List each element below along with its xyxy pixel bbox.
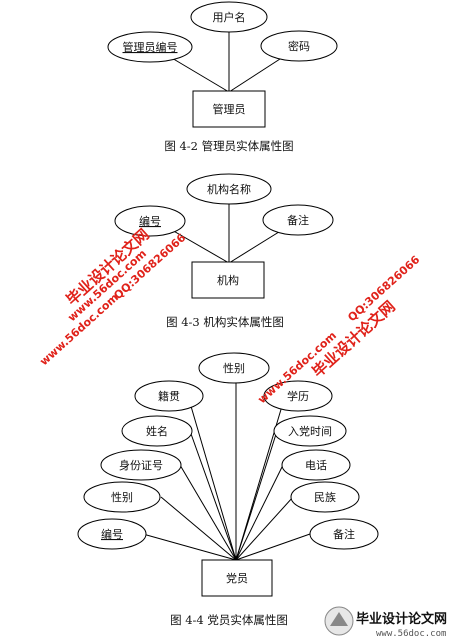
attribute-ethnicity: 民族 bbox=[314, 490, 336, 504]
connector bbox=[235, 430, 278, 561]
attribute-org-remark: 备注 bbox=[287, 213, 309, 227]
figure-organization: 机构名称 编号 备注 机构 图 4-3 机构实体属性图 bbox=[114, 173, 334, 329]
attribute-name: 姓名 bbox=[146, 424, 168, 438]
figure-caption: 图 4-3 机构实体属性图 bbox=[166, 315, 284, 329]
attribute-education: 学历 bbox=[287, 389, 309, 403]
attribute-gender: 性别 bbox=[111, 490, 133, 504]
attribute-ellipse bbox=[107, 31, 193, 63]
figure-party-member: 性别 籍贯 学历 姓名 入党时间 身份证号 电话 性别 民族 编号 备注 党员 … bbox=[77, 352, 379, 627]
attribute-ellipse bbox=[100, 449, 182, 481]
entity-party-member: 党员 bbox=[226, 572, 248, 585]
watermark-right: www.56doc.com QQ:306826066 毕业设计论文网 bbox=[255, 253, 422, 406]
attribute-ellipse bbox=[186, 173, 272, 205]
attribute-ellipse bbox=[190, 1, 268, 33]
attribute-id-number: 身份证号 bbox=[119, 458, 163, 472]
connector bbox=[142, 533, 237, 561]
attribute-ellipse bbox=[262, 204, 334, 236]
attribute-member-id: 编号 bbox=[101, 527, 123, 541]
logo-mountain-icon bbox=[330, 612, 348, 626]
attribute-join-date: 入党时间 bbox=[288, 425, 332, 438]
attribute-ellipse bbox=[260, 30, 338, 62]
connector bbox=[179, 464, 237, 561]
attribute-ellipse bbox=[263, 380, 333, 412]
attribute-ellipse bbox=[309, 518, 379, 550]
figure-caption: 图 4-4 党员实体属性图 bbox=[170, 613, 288, 627]
figure-caption: 图 4-2 管理员实体属性图 bbox=[164, 139, 293, 153]
entity-org: 机构 bbox=[217, 273, 239, 287]
attribute-phone: 电话 bbox=[305, 459, 327, 472]
attribute-member-remark: 备注 bbox=[333, 527, 355, 541]
entity-admin: 管理员 bbox=[213, 102, 246, 116]
watermark-left: 毕业设计论文网 www.56doc.com QQ:306826066 www.5… bbox=[37, 225, 188, 368]
attribute-gender-top: 性别 bbox=[223, 361, 245, 375]
connector bbox=[189, 430, 237, 561]
figure-admin: 用户名 管理员编号 密码 管理员 图 4-2 管理员实体属性图 bbox=[107, 1, 338, 153]
attribute-password: 密码 bbox=[288, 39, 310, 53]
logo-url: www.56doc.com bbox=[376, 629, 446, 639]
attribute-ellipse bbox=[114, 205, 186, 237]
bottom-logo: 毕业设计论文网 www.56doc.com bbox=[324, 604, 472, 639]
entity-box bbox=[191, 261, 265, 299]
attribute-ellipse bbox=[273, 415, 347, 447]
attribute-ellipse bbox=[77, 518, 147, 550]
entity-box bbox=[192, 90, 266, 128]
attribute-org-id: 编号 bbox=[139, 214, 161, 228]
connector bbox=[235, 464, 284, 561]
connector bbox=[187, 395, 237, 561]
attribute-admin-id: 管理员编号 bbox=[123, 40, 178, 54]
attribute-username: 用户名 bbox=[213, 10, 246, 24]
attribute-org-name: 机构名称 bbox=[207, 182, 251, 196]
entity-box bbox=[201, 559, 273, 597]
attribute-ellipse bbox=[290, 481, 360, 513]
attribute-ellipse bbox=[281, 449, 351, 481]
attribute-ellipse bbox=[198, 352, 270, 384]
attribute-ellipse bbox=[83, 481, 161, 513]
attribute-ellipse bbox=[134, 380, 204, 412]
attribute-ellipse bbox=[121, 415, 193, 447]
attribute-native-place: 籍贯 bbox=[158, 389, 180, 403]
connector bbox=[235, 533, 311, 561]
connector bbox=[160, 496, 237, 561]
connector bbox=[235, 496, 294, 561]
logo-title: 毕业设计论文网 bbox=[356, 611, 447, 627]
